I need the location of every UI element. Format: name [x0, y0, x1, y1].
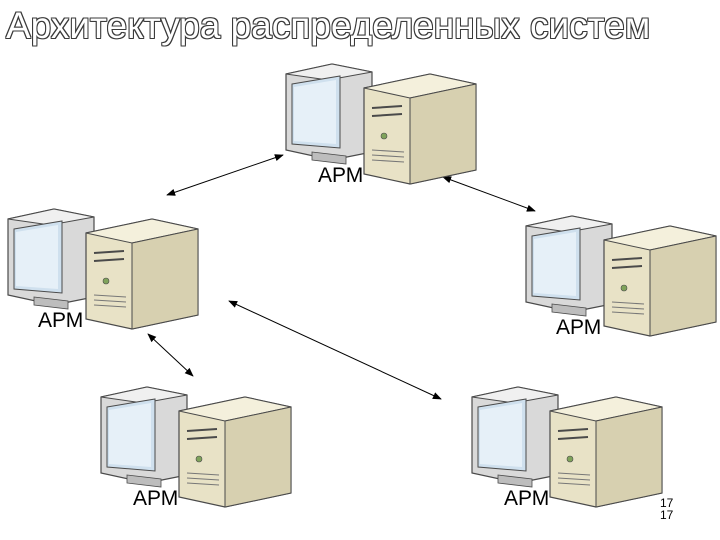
computer-workstation-icon	[285, 63, 477, 185]
workstation-top[interactable]: АРМ	[280, 60, 480, 190]
link-left-bottom-left	[147, 333, 194, 377]
workstation-bottom-left[interactable]: АРМ	[95, 383, 295, 513]
computer-workstation-icon	[525, 215, 717, 337]
computer-workstation-icon	[471, 386, 663, 508]
workstation-left[interactable]: АРМ	[2, 205, 202, 335]
workstation-bottom-right[interactable]: АРМ	[466, 383, 666, 513]
page-number: 17 17	[660, 497, 673, 521]
node-label: АРМ	[38, 309, 84, 332]
node-label: АРМ	[318, 164, 364, 187]
node-label: АРМ	[556, 316, 602, 339]
link-top-right	[442, 176, 536, 212]
slide-title: Архитектура распределенных систем	[6, 5, 651, 46]
workstation-right[interactable]: АРМ	[520, 212, 720, 342]
node-label: АРМ	[504, 487, 550, 510]
computer-workstation-icon	[7, 208, 199, 330]
node-label: АРМ	[133, 487, 179, 510]
computer-workstation-icon	[100, 386, 292, 508]
page-number-top: 17	[660, 496, 674, 510]
page-number-bottom: 17	[660, 508, 674, 522]
link-left-bottom-right	[228, 300, 442, 400]
link-top-left	[166, 154, 284, 196]
